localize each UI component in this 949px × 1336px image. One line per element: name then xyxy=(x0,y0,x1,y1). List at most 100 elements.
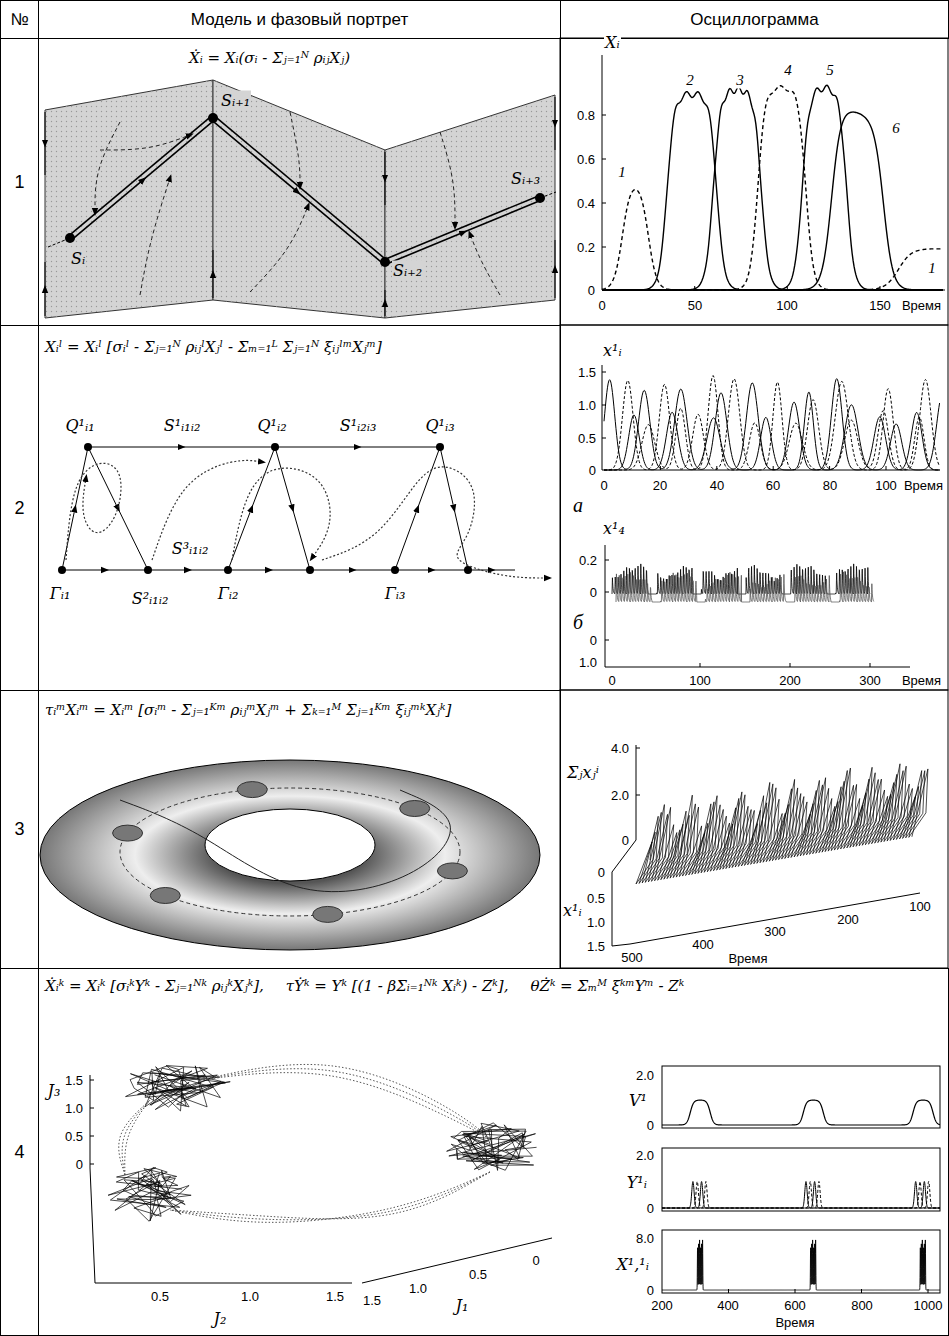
signal-curve xyxy=(662,1182,940,1209)
axis-tick: Время xyxy=(728,951,767,966)
axis-tick: 50 xyxy=(688,298,702,313)
axis-tick: 0 xyxy=(589,463,596,478)
math-label: J₂ xyxy=(214,1309,227,1328)
manifold-arrow xyxy=(45,112,46,175)
tick xyxy=(602,438,606,439)
label-patch: Γᵢ₃ xyxy=(384,584,407,603)
axis-tick: 0.5 xyxy=(469,1267,487,1282)
header-cell: Модель и фазовый портрет xyxy=(38,0,561,39)
tick xyxy=(636,748,640,749)
plot-frame xyxy=(662,1148,940,1211)
math-label: Q¹ᵢ₃ xyxy=(425,416,454,435)
label-patch: 2.0 xyxy=(635,1148,655,1163)
tick xyxy=(90,1108,94,1109)
table-cell xyxy=(560,690,948,968)
trajectory xyxy=(322,467,548,578)
label-patch: 4 xyxy=(783,62,793,79)
label-patch: 1.5 xyxy=(64,1073,84,1088)
label-patch: 0 xyxy=(646,1118,655,1133)
network-edge xyxy=(148,570,228,571)
label-patch: 400 xyxy=(716,1298,740,1313)
signal-curve xyxy=(662,1182,940,1209)
axis-tick: 0 xyxy=(598,865,605,880)
manifold-arrow xyxy=(385,290,386,316)
label-patch: Время xyxy=(774,1315,815,1330)
tick xyxy=(602,115,606,116)
trajectory xyxy=(66,463,121,560)
axis-tick: 1.0 xyxy=(579,655,597,670)
flow-line xyxy=(470,234,500,295)
saddle-region xyxy=(313,906,343,922)
label-patch: 1.5 xyxy=(577,365,597,380)
axis-tick: 1.0 xyxy=(65,1101,83,1116)
equation-row: Ẋᵢ = Xᵢ(σᵢ - Σⱼ₌₁ᴺ ρᵢⱼXⱼ) xyxy=(189,49,549,67)
label-patch: 1000 xyxy=(913,1298,944,1313)
label-patch: 0 xyxy=(599,478,608,493)
label-patch: 2 xyxy=(685,72,695,89)
axis-tick: 0.6 xyxy=(577,152,595,167)
equilibrium-point xyxy=(224,566,232,574)
saddle-point xyxy=(535,193,545,203)
equilibrium-point xyxy=(464,566,472,574)
label-patch: Q¹ᵢ₃ xyxy=(424,416,455,435)
axis-tick: 0 xyxy=(647,1201,654,1216)
saddle-point xyxy=(65,233,75,243)
axis-tick: 0 xyxy=(647,1283,654,1298)
label-patch: Y¹ᵢ xyxy=(626,1173,648,1192)
trajectory xyxy=(232,468,330,560)
axis-tick: 1.5 xyxy=(578,365,596,380)
axis-tick: 0 xyxy=(600,478,607,493)
math-label: S¹ᵢ₂ᵢ₃ xyxy=(340,416,377,435)
saddle-region xyxy=(113,825,143,841)
label-patch: 200 xyxy=(836,912,860,927)
label-patch: 200 xyxy=(778,673,802,688)
label-patch: 0 xyxy=(597,298,606,313)
label-patch: 4.0 xyxy=(610,741,630,756)
signal-curve xyxy=(602,190,943,290)
header-cell: № xyxy=(0,0,39,39)
axis-tick: 0.2 xyxy=(577,240,595,255)
axis-tick: 2.0 xyxy=(611,788,629,803)
axis-tick: 0.2 xyxy=(579,553,597,568)
equation-row: Xᵢˡ = Xᵢˡ [σᵢˡ - Σⱼ₌₁ᴺ ρᵢⱼˡXⱼˡ - Σₘ₌₁ᴸ Σ… xyxy=(45,338,550,356)
curve-number: 5 xyxy=(826,62,834,78)
label-patch: 1.0 xyxy=(64,1101,84,1116)
equation-row: τᵢᵐXᵢᵐ = Xᵢᵐ [σᵢᵐ - Σⱼ₌₁ᴷᵐ ρᵢⱼᵐXⱼᵐ + Σₖ₌… xyxy=(45,701,550,719)
tick xyxy=(602,372,606,373)
equation: Ẋᵢ = Xᵢ(σᵢ - Σⱼ₌₁ᴺ ρᵢⱼXⱼ) xyxy=(189,49,350,67)
surface-panel xyxy=(45,80,213,318)
model-cell: τᵢᵐXᵢᵐ = Xᵢᵐ [σᵢᵐ - Σⱼ₌₁ᴷᵐ ρᵢⱼᵐXⱼᵐ + Σₖ₌… xyxy=(38,690,561,969)
label-patch: Σⱼxⱼⁱ xyxy=(566,763,600,782)
saddle-region xyxy=(400,801,430,817)
label-patch: 600 xyxy=(783,1298,807,1313)
label-patch: Q¹ᵢ₁ xyxy=(64,416,95,435)
attractor-cluster xyxy=(447,1123,537,1171)
attractor-cluster xyxy=(126,1066,231,1111)
axis xyxy=(602,55,945,290)
heteroclinic-orbit xyxy=(211,120,383,264)
row-number-cell: 2 xyxy=(0,325,39,691)
axis-tick: 0.5 xyxy=(151,1289,169,1304)
signal-curve xyxy=(662,1182,940,1209)
row-number: 1 xyxy=(14,172,24,193)
label-patch: 300 xyxy=(763,924,787,939)
axis xyxy=(90,1075,352,1283)
manifold-arrow xyxy=(213,250,214,298)
equilibrium-point xyxy=(58,566,66,574)
axis xyxy=(602,365,940,470)
math-label: Q¹ᵢ₁ xyxy=(65,416,94,435)
equilibrium-point xyxy=(306,566,314,574)
label-patch: 0 xyxy=(589,585,598,600)
axis-tick: 1.5 xyxy=(65,1073,83,1088)
label-patch: а xyxy=(572,494,584,517)
label-patch: 0 xyxy=(531,1253,540,1268)
axis-tick: 0 xyxy=(590,585,597,600)
flow-line xyxy=(290,112,300,186)
axis-tick: 0 xyxy=(598,298,605,313)
axis-tick: 80 xyxy=(823,478,837,493)
flow-line xyxy=(95,122,120,212)
equation: θŻᵏ = Σₘᴹ ξᵏᵐYᵐ - Zᵏ xyxy=(530,977,684,995)
label-patch: J₁ xyxy=(455,1296,470,1315)
label-patch: 1.0 xyxy=(586,915,606,930)
label-patch: 2.0 xyxy=(635,1068,655,1083)
